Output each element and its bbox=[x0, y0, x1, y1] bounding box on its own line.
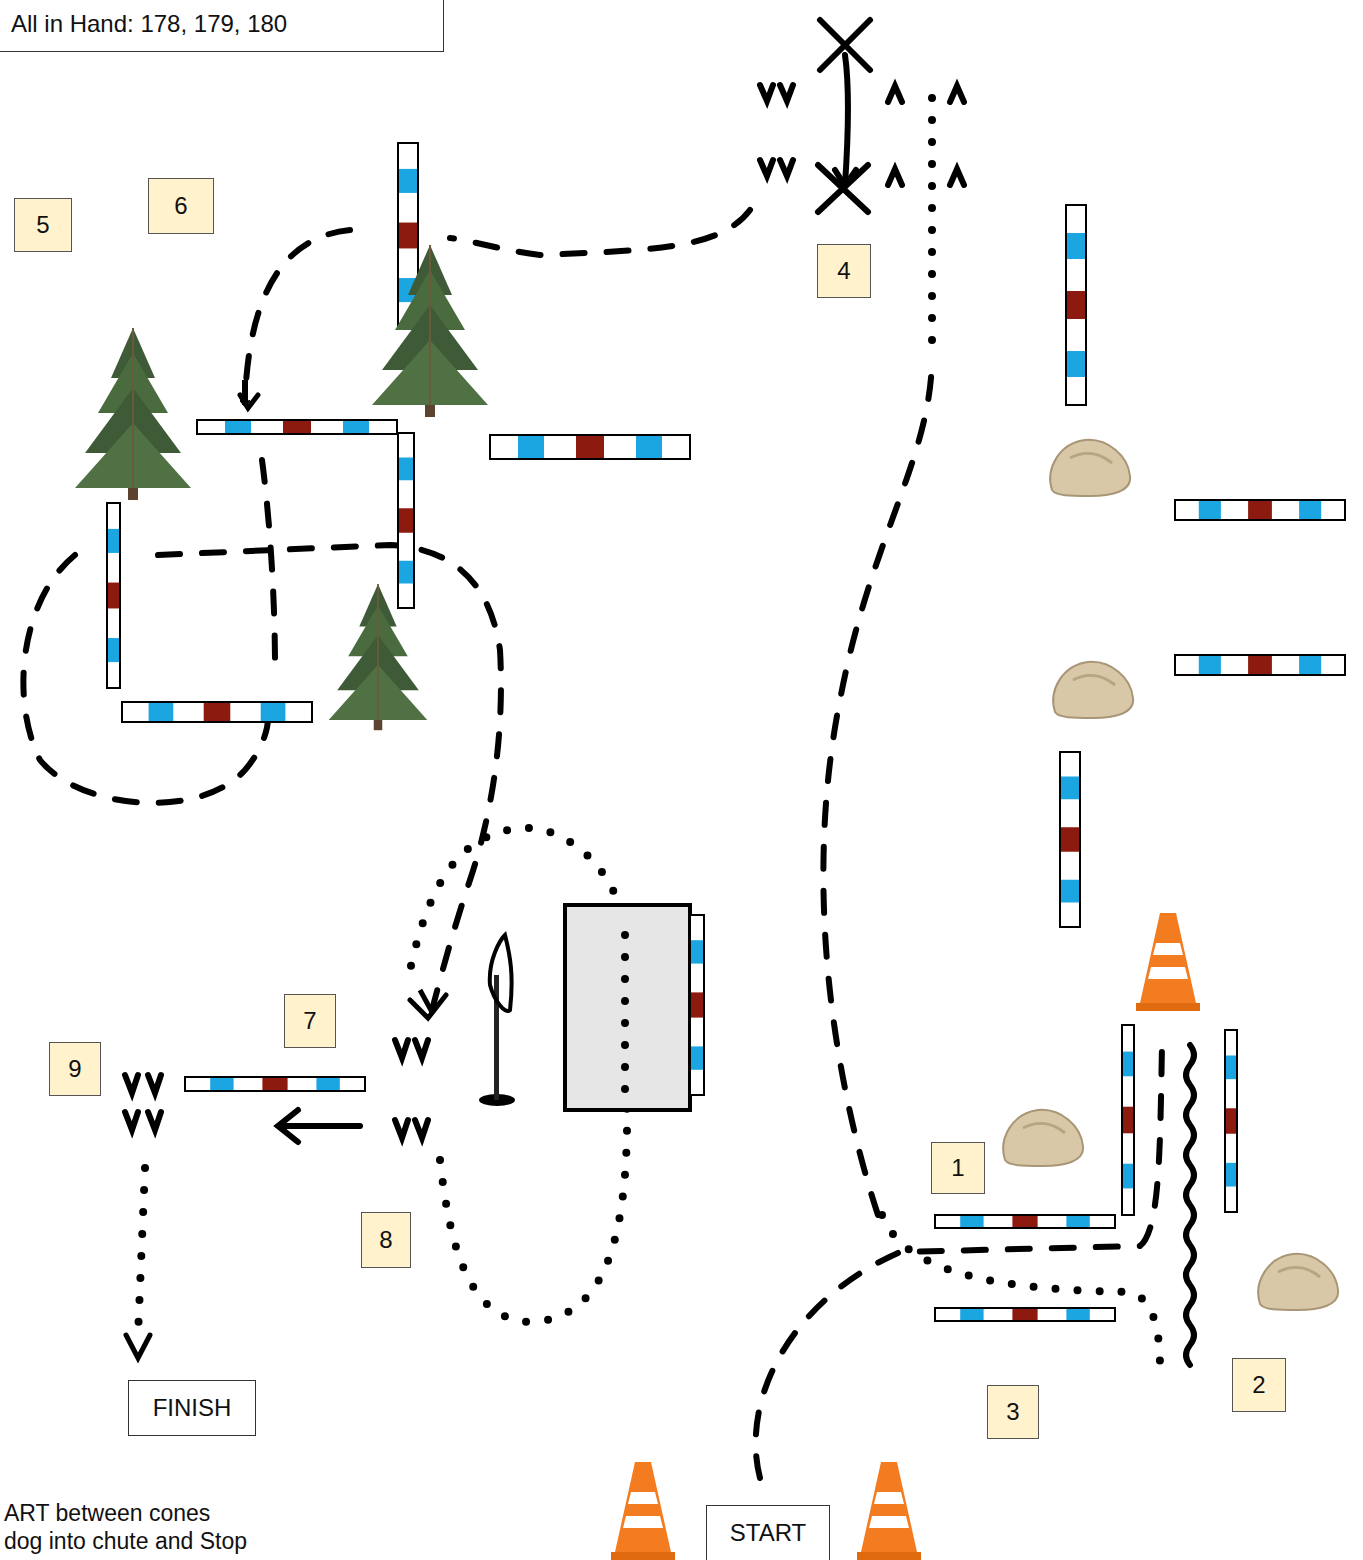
callout-number: 5 bbox=[14, 198, 72, 252]
callout-number: 6 bbox=[174, 192, 187, 220]
callout-number: 2 bbox=[1232, 1358, 1286, 1412]
start-box: START bbox=[706, 1505, 830, 1560]
callout-number: 5 bbox=[36, 211, 49, 239]
callout-number: 9 bbox=[49, 1042, 101, 1096]
box-label: FINISH bbox=[153, 1394, 232, 1422]
callout-number: 8 bbox=[361, 1212, 411, 1268]
callout-number: 3 bbox=[1006, 1398, 1019, 1426]
callout-number: 4 bbox=[817, 244, 871, 298]
callout-number: 3 bbox=[987, 1385, 1039, 1439]
box-label: START bbox=[730, 1519, 806, 1547]
callout-number: 6 bbox=[148, 178, 214, 234]
callout-number: 1 bbox=[951, 1154, 964, 1182]
callout-number: 7 bbox=[303, 1007, 316, 1035]
note-text: dog into chute and Stop bbox=[4, 1528, 247, 1555]
callout-number: 1 bbox=[931, 1142, 985, 1194]
title-box: All in Hand: 178, 179, 180 bbox=[0, 0, 444, 52]
course-title: All in Hand: 178, 179, 180 bbox=[11, 10, 287, 38]
callout-number: 4 bbox=[837, 257, 850, 285]
finish-box: FINISH bbox=[128, 1380, 256, 1436]
callout-number: 9 bbox=[68, 1055, 81, 1083]
callout-number: 8 bbox=[379, 1226, 392, 1254]
callout-number: 7 bbox=[284, 994, 336, 1048]
note-text: ART between cones bbox=[4, 1500, 210, 1527]
callout-number: 2 bbox=[1252, 1371, 1265, 1399]
